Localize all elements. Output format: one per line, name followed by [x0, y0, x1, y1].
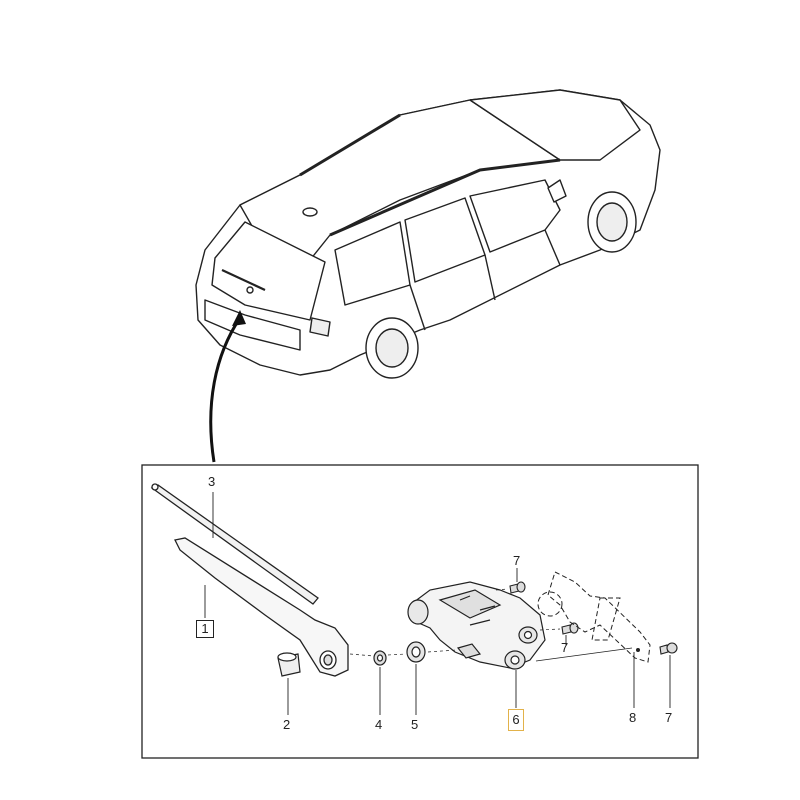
arrow-head — [232, 310, 246, 326]
wiper-blade — [150, 483, 319, 605]
callout-7-middle: 7 — [561, 640, 569, 655]
callout-1: 1 — [196, 620, 214, 638]
callout-4: 4 — [375, 717, 383, 732]
body-bracket — [537, 571, 651, 663]
screw-middle — [561, 622, 579, 635]
callout-7-right: 7 — [665, 710, 673, 725]
wiper-motor — [407, 581, 546, 670]
screw-right — [659, 642, 678, 655]
callout-8: 8 — [629, 710, 637, 725]
callout-2: 2 — [283, 717, 291, 732]
nut — [373, 650, 387, 666]
vehicle-illustration — [195, 89, 661, 379]
callout-3: 3 — [208, 474, 216, 489]
cover-cap — [277, 652, 301, 677]
grommet — [406, 641, 426, 663]
callout-6: 6 — [508, 709, 524, 731]
callout-7-top: 7 — [513, 553, 521, 568]
pointer-arrow — [209, 317, 242, 463]
detail-frame — [141, 464, 699, 759]
screw-top — [509, 581, 526, 594]
callout-5: 5 — [411, 717, 419, 732]
wiper-arm — [174, 537, 349, 677]
